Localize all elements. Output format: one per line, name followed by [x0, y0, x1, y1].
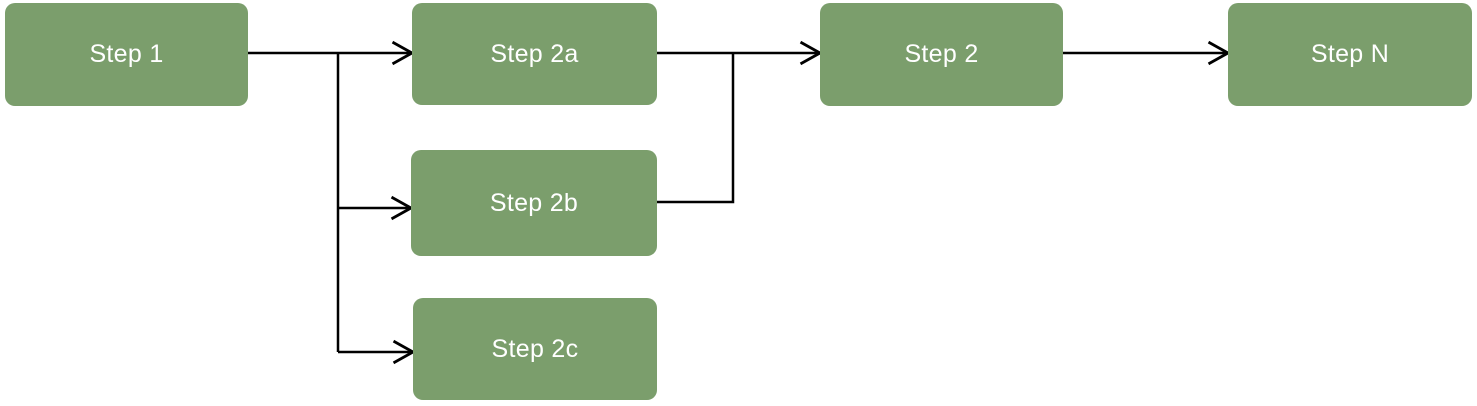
node-step1[interactable]: Step 1 [5, 3, 248, 106]
edge-step2b-merge [657, 53, 735, 204]
node-step2a[interactable]: Step 2a [412, 3, 657, 105]
node-step2b-label: Step 2b [489, 188, 579, 217]
node-step2-label: Step 2 [904, 40, 979, 68]
node-stepN[interactable]: Step N [1228, 3, 1472, 106]
node-step2[interactable]: Step 2 [820, 3, 1063, 106]
node-step1-label: Step 1 [89, 40, 164, 68]
node-step2c[interactable]: Step 2c [413, 298, 657, 400]
node-stepN-label: Step N [1310, 40, 1390, 68]
node-step2a-label: Step 2a [490, 39, 579, 68]
node-step2c-label: Step 2c [491, 334, 579, 363]
node-step2b[interactable]: Step 2b [411, 150, 657, 256]
